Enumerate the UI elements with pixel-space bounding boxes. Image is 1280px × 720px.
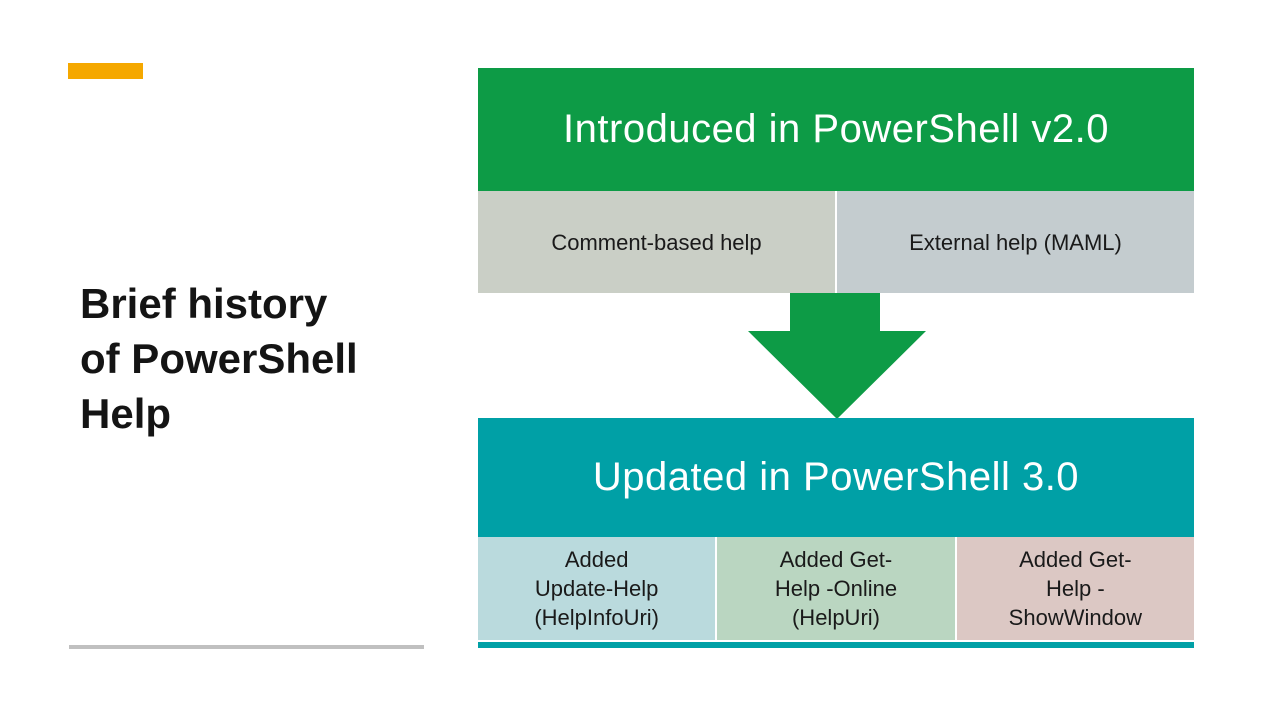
down-arrow-icon [748, 293, 926, 419]
cell-label: Comment-based help [551, 229, 762, 255]
cell-get-help-showwindow: Added Get- Help - ShowWindow [956, 537, 1194, 640]
cell-line: Help - [1045, 576, 1105, 601]
v3-header-label: Updated in PowerShell 3.0 [592, 455, 1080, 499]
slide-title-line: Brief history [80, 280, 328, 327]
cell-get-help-online: Added Get- Help -Online (HelpUri) [717, 537, 955, 640]
v2-header-label: Introduced in PowerShell v2.0 [563, 107, 1109, 151]
v3-cells-row: Added Update-Help (HelpInfoUri) Added Ge… [478, 537, 1194, 640]
cell-comment-based-help: Comment-based help [478, 191, 835, 293]
accent-bar [68, 63, 143, 79]
v2-header-box: Introduced in PowerShell v2.0 [478, 68, 1194, 191]
cell-label: External help (MAML) [909, 229, 1122, 255]
v3-base-strip [478, 642, 1194, 648]
cell-line: (HelpInfoUri) [534, 605, 660, 630]
slide-title-line: Help [80, 390, 172, 437]
cell-line: (HelpUri) [791, 605, 880, 630]
cell-line: Added Get- [1019, 547, 1132, 572]
slide-title: Brief history of PowerShell Help [80, 276, 480, 441]
cell-line: ShowWindow [1008, 605, 1142, 630]
slide-title-line: of PowerShell [80, 335, 358, 382]
cell-line: Help -Online [774, 576, 898, 601]
cell-line: Added Get- [779, 547, 893, 572]
v3-header-box: Updated in PowerShell 3.0 [478, 418, 1194, 537]
cell-external-help-maml: External help (MAML) [837, 191, 1194, 293]
cell-line: Added [564, 547, 629, 572]
cell-line: Update-Help [534, 576, 659, 601]
cell-update-help: Added Update-Help (HelpInfoUri) [478, 537, 716, 640]
v2-cells-row: Comment-based help External help (MAML) [478, 191, 1194, 293]
down-arrow-shape [748, 293, 926, 419]
footer-divider [69, 645, 424, 649]
